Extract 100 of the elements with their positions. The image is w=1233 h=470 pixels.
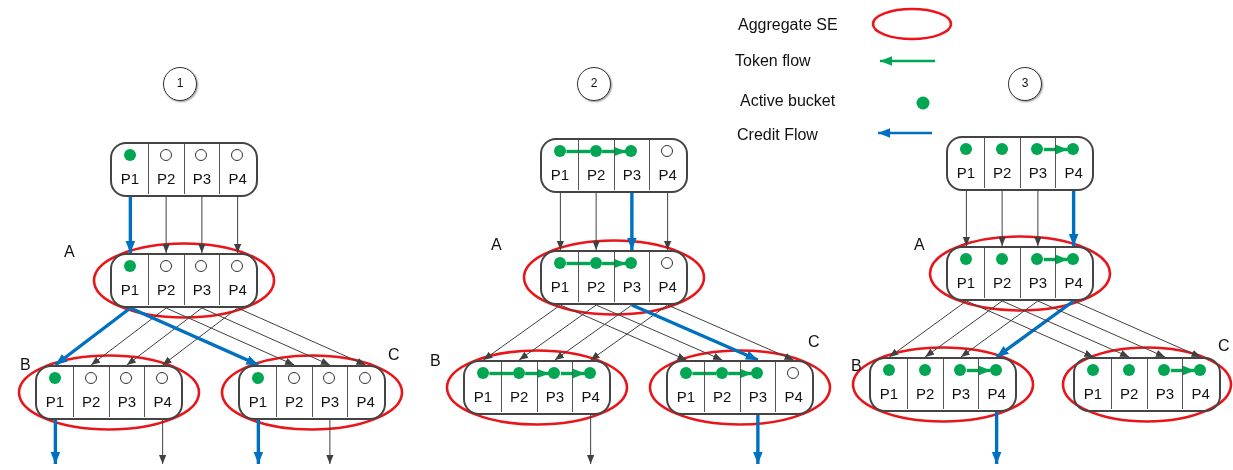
arrow: [995, 299, 1075, 359]
rounded-box: [463, 360, 611, 415]
cell-label: P4: [580, 388, 601, 405]
cell-label: P2: [283, 393, 305, 410]
arrow: [1043, 254, 1068, 265]
active-bucket-dot: [1194, 364, 1207, 376]
cell-label: P2: [914, 385, 936, 402]
active-bucket-dot: [625, 145, 638, 157]
group-letter: B: [430, 352, 441, 370]
cell-label: P1: [675, 388, 697, 405]
empty-bucket-circle: [287, 372, 300, 384]
connector-line: [566, 261, 591, 266]
group-letter: A: [914, 236, 925, 254]
arrow: [125, 197, 136, 253]
arrow: [960, 300, 1039, 358]
arrow: [965, 300, 1094, 358]
active-bucket-dot: [959, 143, 972, 155]
arrow: [592, 192, 600, 251]
group-letter: C: [388, 346, 400, 364]
arrow: [1073, 300, 1202, 358]
cell-label: P4: [227, 281, 248, 298]
empty-bucket-circle: [323, 372, 336, 384]
arrow: [198, 196, 206, 254]
cell-label: P4: [152, 393, 173, 410]
arrow: [525, 368, 549, 379]
cell-label: P3: [950, 385, 972, 402]
arrow: [602, 258, 626, 269]
active-bucket-dot: [251, 372, 264, 384]
arrow: [728, 368, 752, 379]
arrow: [253, 420, 264, 464]
cell-label: P4: [1063, 274, 1084, 291]
arrow: [998, 190, 1006, 247]
active-bucket-dot: [48, 372, 61, 384]
arrow: [627, 193, 637, 250]
cell-label: P3: [544, 388, 566, 405]
arrow: [1034, 190, 1042, 247]
cell-label: P2: [155, 170, 177, 187]
cell-label: P2: [711, 388, 733, 405]
cell-label: P2: [80, 393, 102, 410]
cell-label: P1: [955, 164, 977, 181]
active-bucket-dot: [959, 253, 972, 265]
active-bucket-dot: [1031, 143, 1044, 155]
rounded-box: [35, 365, 183, 420]
cell-label: P1: [1082, 385, 1104, 402]
active-bucket-dot: [1067, 253, 1080, 265]
active-bucket-dot: [512, 367, 525, 379]
arrow: [129, 306, 260, 367]
active-bucket-dot: [1158, 364, 1171, 376]
rounded-box: [110, 142, 258, 197]
active-bucket-dot: [584, 367, 597, 379]
step-number-circle: 1: [163, 67, 197, 101]
active-bucket-dot: [751, 367, 764, 379]
active-bucket-dot: [553, 257, 566, 269]
empty-bucket-circle: [159, 149, 172, 161]
empty-bucket-circle: [231, 260, 244, 272]
arrow: [962, 190, 970, 247]
active-bucket-dot: [1031, 253, 1044, 265]
group-letter: A: [64, 243, 75, 261]
cell-label: P4: [1190, 385, 1211, 402]
rounded-box: [540, 250, 688, 305]
active-bucket-dot: [715, 367, 728, 379]
active-bucket-dot: [918, 364, 931, 376]
cell-label: P2: [991, 164, 1013, 181]
cell-label: P2: [585, 278, 607, 295]
empty-bucket-circle: [195, 260, 208, 272]
cell-label: P4: [227, 170, 248, 187]
arrow: [518, 304, 597, 361]
cell-label: P4: [657, 278, 678, 295]
arrow: [1068, 191, 1079, 246]
rounded-box: [1073, 357, 1221, 412]
cell-label: P3: [1027, 274, 1049, 291]
cell-label: P4: [986, 385, 1007, 402]
legend-label: Token flow: [735, 51, 811, 70]
cell-label: P1: [878, 385, 900, 402]
group-letter: A: [491, 236, 502, 254]
arrow: [54, 306, 132, 367]
cell-label: P4: [1063, 164, 1084, 181]
arrow: [1037, 300, 1166, 358]
cell-label: P1: [472, 388, 494, 405]
active-bucket-dot: [1086, 364, 1099, 376]
active-bucket-dot: [679, 367, 692, 379]
rounded-box: [110, 253, 258, 308]
empty-bucket-circle: [159, 260, 172, 272]
empty-bucket-circle: [359, 372, 372, 384]
active-bucket-dot: [476, 367, 489, 379]
rounded-box: [946, 246, 1094, 301]
cell-label: P1: [955, 274, 977, 291]
empty-bucket-circle: [156, 372, 169, 384]
arrow: [90, 307, 167, 366]
arrow: [560, 368, 585, 379]
cell-label: P3: [1027, 164, 1049, 181]
group-letter: B: [20, 356, 31, 374]
cell-label: P3: [191, 170, 213, 187]
active-bucket-dot: [553, 145, 566, 157]
legend-label: Active bucket: [740, 91, 836, 110]
connector-line: [489, 371, 514, 376]
active-bucket-dot: [1067, 143, 1080, 155]
active-bucket-dot: [625, 257, 638, 269]
cell-label: P1: [549, 278, 571, 295]
cell-label: P3: [191, 281, 213, 298]
